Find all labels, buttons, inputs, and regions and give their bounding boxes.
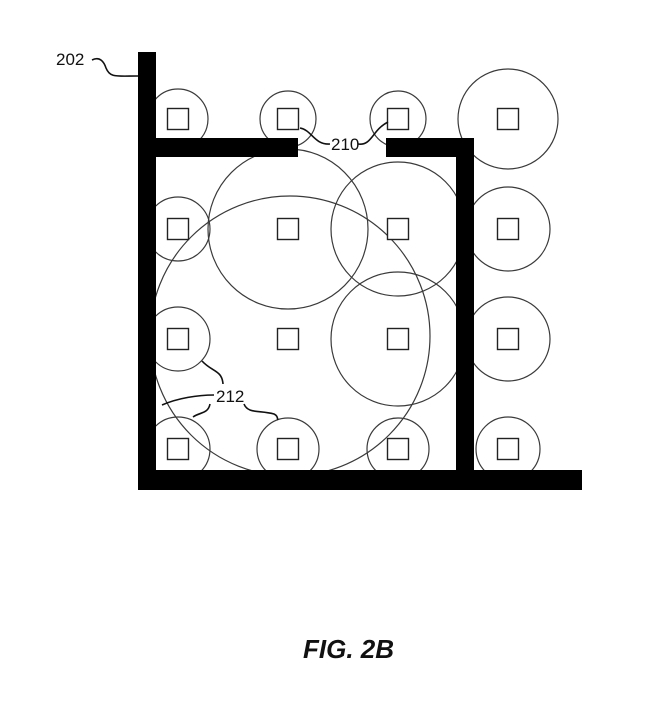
node-square	[496, 437, 520, 461]
node-square	[276, 327, 300, 351]
wall-left	[138, 52, 156, 490]
node-square	[496, 107, 520, 131]
coverage-circles	[145, 68, 559, 482]
node-square	[386, 217, 410, 241]
leader-line-212-d	[243, 403, 279, 421]
leader-line-212-a	[201, 360, 224, 385]
label-210: 210	[331, 135, 359, 154]
node-square	[496, 217, 520, 241]
wall-bottom	[138, 470, 582, 490]
node-square	[386, 327, 410, 351]
node-square	[276, 437, 300, 461]
coverage-circle	[457, 68, 559, 170]
leader-lines	[91, 57, 389, 421]
node-square	[166, 107, 190, 131]
node-square	[386, 107, 410, 131]
node-square	[166, 437, 190, 461]
walls	[138, 52, 582, 490]
leader-line-210-right	[357, 121, 389, 145]
nodes	[166, 107, 520, 461]
node-square	[276, 217, 300, 241]
leader-line-210-left	[299, 127, 331, 145]
leader-line-212-c	[192, 403, 211, 418]
leader-line-202	[91, 57, 139, 77]
wall-top-left	[138, 138, 298, 157]
node-square	[276, 107, 300, 131]
node-square	[166, 217, 190, 241]
node-square	[496, 327, 520, 351]
figure-caption: FIG. 2B	[303, 634, 394, 664]
leader-line-212-b	[161, 394, 215, 406]
node-square	[166, 327, 190, 351]
wall-right	[456, 138, 474, 490]
wall-top-right	[386, 138, 474, 157]
label-202: 202	[56, 50, 84, 69]
label-212: 212	[216, 387, 244, 406]
node-square	[386, 437, 410, 461]
